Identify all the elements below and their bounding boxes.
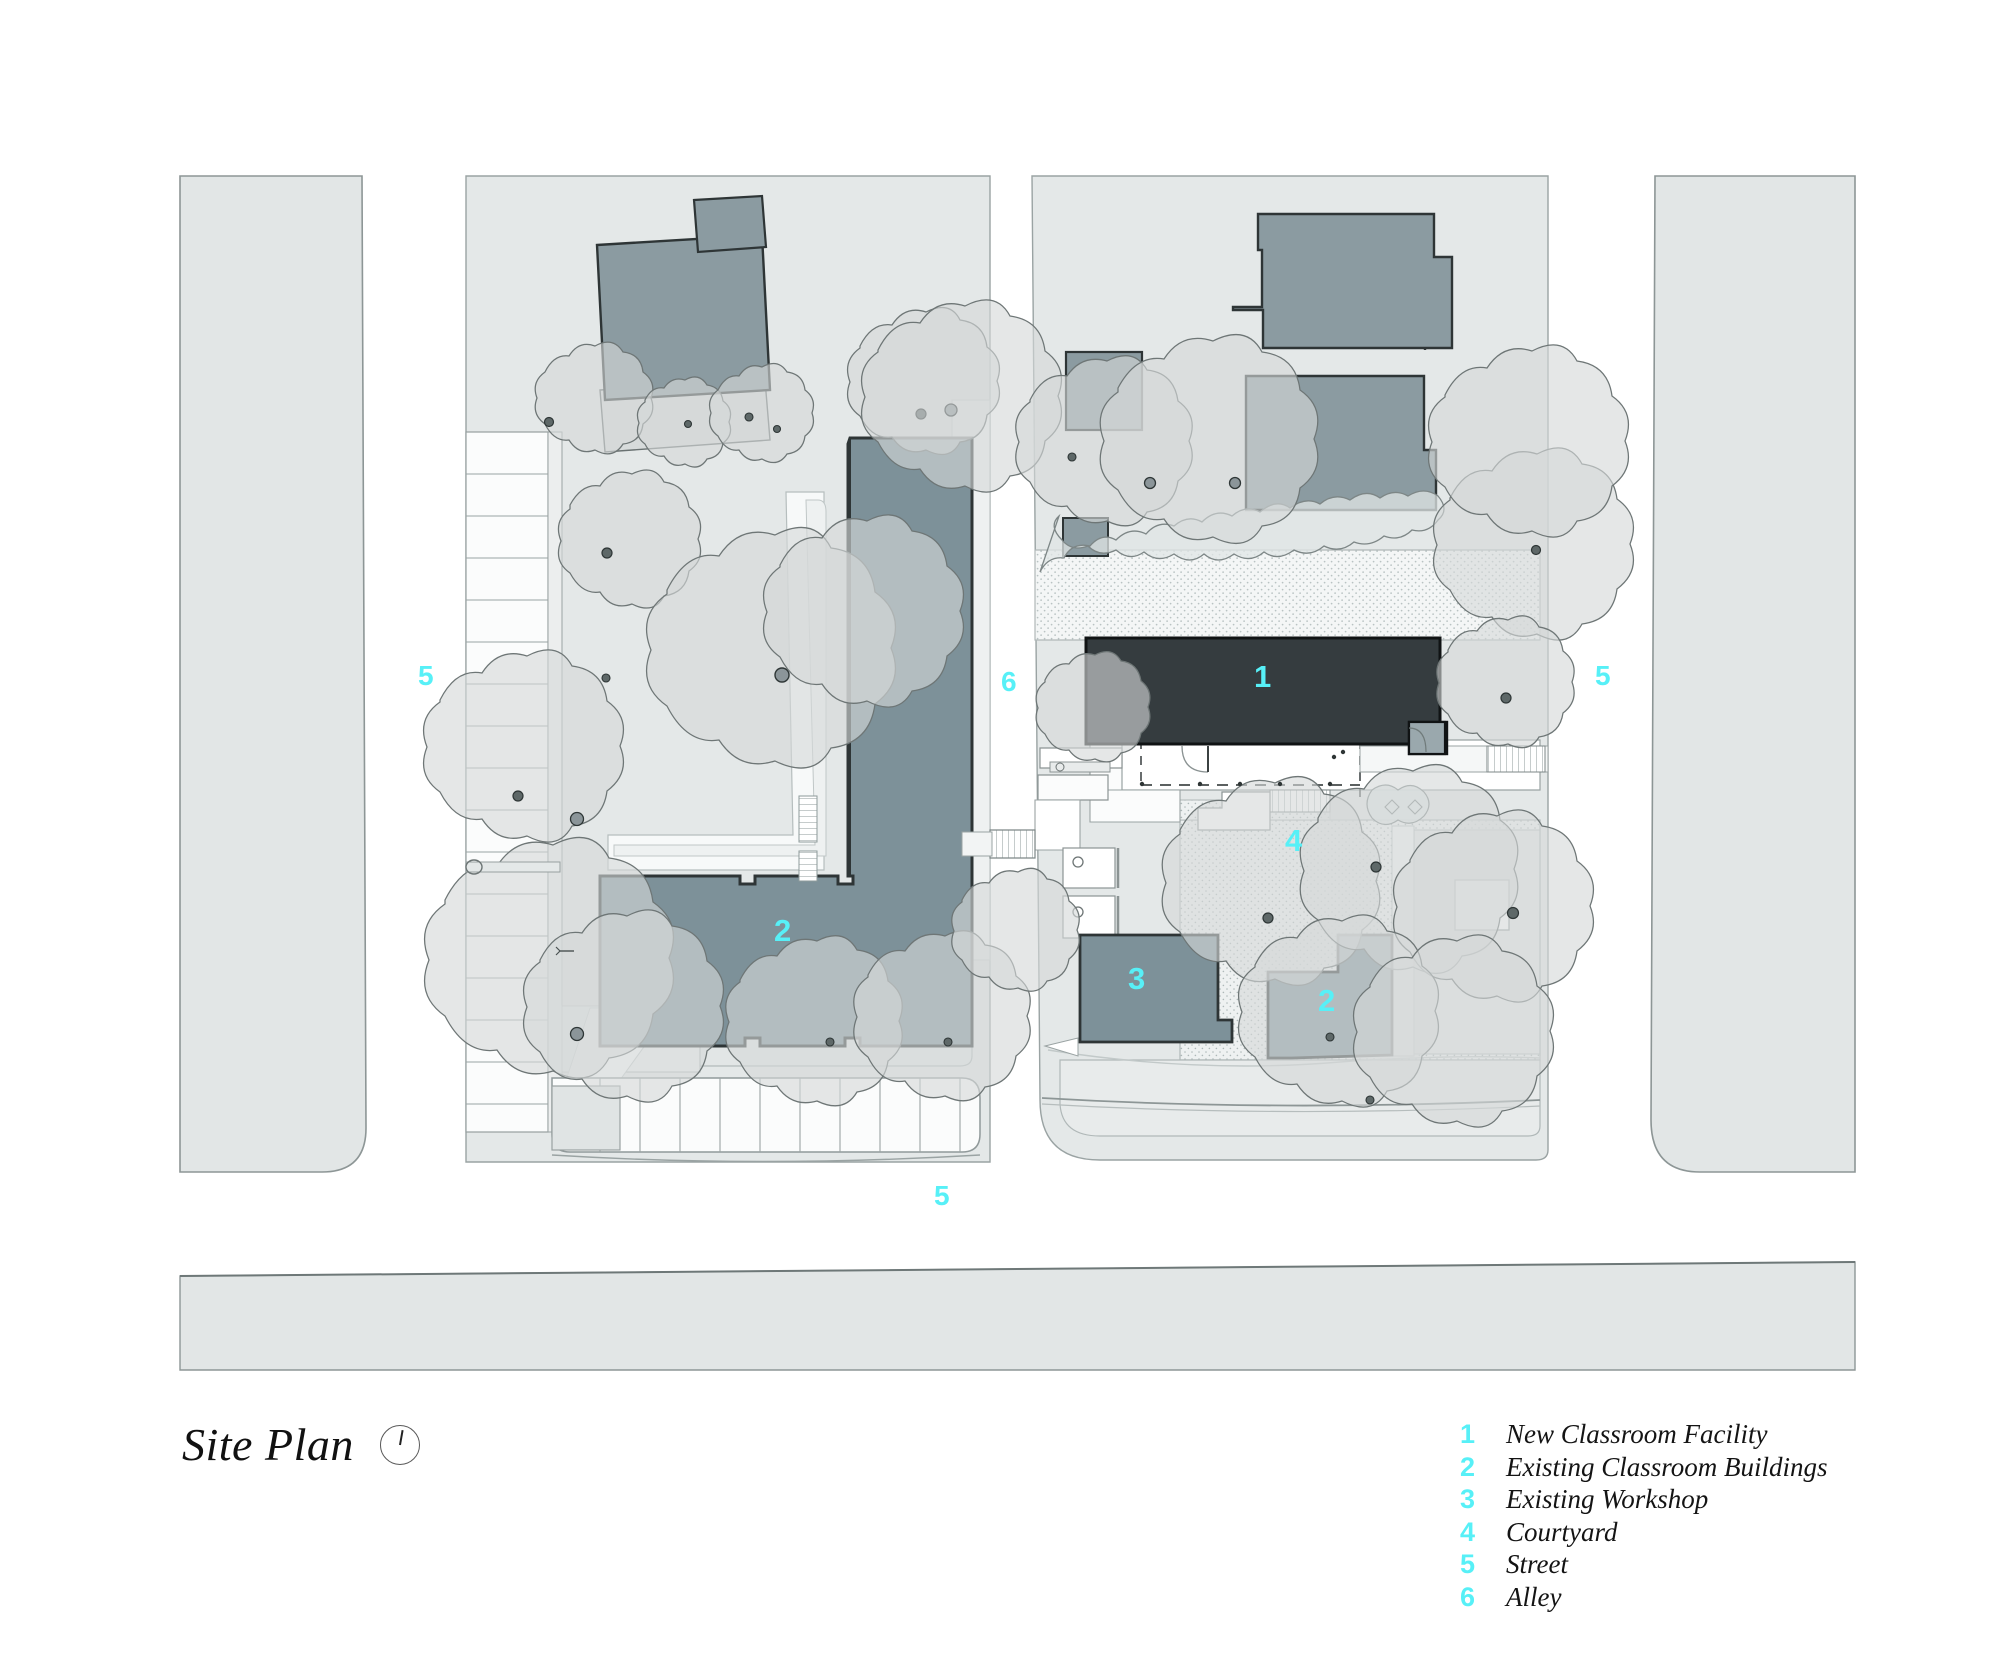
legend-item-3: 3 Existing Workshop xyxy=(1460,1483,1828,1516)
parcel-west-street xyxy=(179,175,367,1173)
west-walk-detail xyxy=(465,673,611,1042)
legend-item-4: 4 Courtyard xyxy=(1460,1516,1828,1549)
page-title: Site Plan xyxy=(182,1419,354,1470)
tree xyxy=(763,514,964,708)
detail-marker-tick xyxy=(398,1429,404,1445)
callout-5-street-left: 5 xyxy=(418,660,434,691)
legend-item-2: 2 Existing Classroom Buildings xyxy=(1460,1451,1828,1484)
legend-label: New Classroom Facility xyxy=(1506,1419,1768,1449)
entry-door-swing xyxy=(1181,745,1209,773)
tree xyxy=(1035,651,1151,763)
parcel-east-street xyxy=(1650,175,1856,1173)
callout-4-courtyard: 4 xyxy=(1285,823,1303,858)
tree xyxy=(708,362,815,464)
legend-number: 5 xyxy=(1460,1549,1476,1579)
plaza-bollards xyxy=(1139,749,1346,787)
tree xyxy=(523,909,724,1103)
tree xyxy=(1353,934,1554,1128)
legend-item-1: 1 New Classroom Facility xyxy=(1460,1418,1828,1451)
callout-3-existing-workshop: 3 xyxy=(1128,961,1146,996)
tree xyxy=(1428,344,1629,538)
tree xyxy=(636,376,732,468)
tree xyxy=(1099,333,1319,545)
detail-reference-marker xyxy=(379,1424,420,1465)
callout-2-existing-classroom-left: 2 xyxy=(774,913,792,948)
legend-label: Courtyard xyxy=(1506,1516,1618,1547)
tree xyxy=(1436,615,1575,749)
legend-label: Existing Workshop xyxy=(1506,1484,1709,1514)
tree xyxy=(423,649,624,843)
callout-5-street-bottom: 5 xyxy=(934,1180,950,1211)
loading-hatch xyxy=(798,795,818,882)
parcel-south-street xyxy=(179,1261,1856,1371)
legend-number: 1 xyxy=(1460,1419,1476,1449)
legend-item-6: 6 Alley xyxy=(1460,1581,1828,1614)
callout-1-new-classroom-facility: 1 xyxy=(1254,659,1272,694)
crosswalk-alley xyxy=(961,829,1036,859)
building-neighbor-northeast-upper xyxy=(1231,212,1454,350)
callout-6-alley: 6 xyxy=(1001,666,1017,697)
tree xyxy=(951,867,1080,992)
legend: 1 New Classroom Facility 2 Existing Clas… xyxy=(1460,1418,1828,1613)
legend-number: 6 xyxy=(1460,1581,1476,1612)
callout-5-street-right: 5 xyxy=(1595,660,1611,691)
tree-canopies xyxy=(423,299,1634,1128)
callout-2-existing-classroom-right: 2 xyxy=(1318,983,1336,1018)
title-block: Site Plan xyxy=(182,1418,420,1471)
legend-label: Alley xyxy=(1506,1581,1562,1612)
legend-label: Existing Classroom Buildings xyxy=(1506,1451,1828,1482)
legend-number: 3 xyxy=(1460,1484,1476,1514)
mech-enclosure xyxy=(1407,720,1447,756)
legend-number: 2 xyxy=(1460,1451,1476,1482)
tree xyxy=(557,469,702,609)
legend-item-5: 5 Street xyxy=(1460,1548,1828,1581)
legend-number: 4 xyxy=(1460,1516,1476,1547)
legend-label: Street xyxy=(1506,1549,1568,1579)
